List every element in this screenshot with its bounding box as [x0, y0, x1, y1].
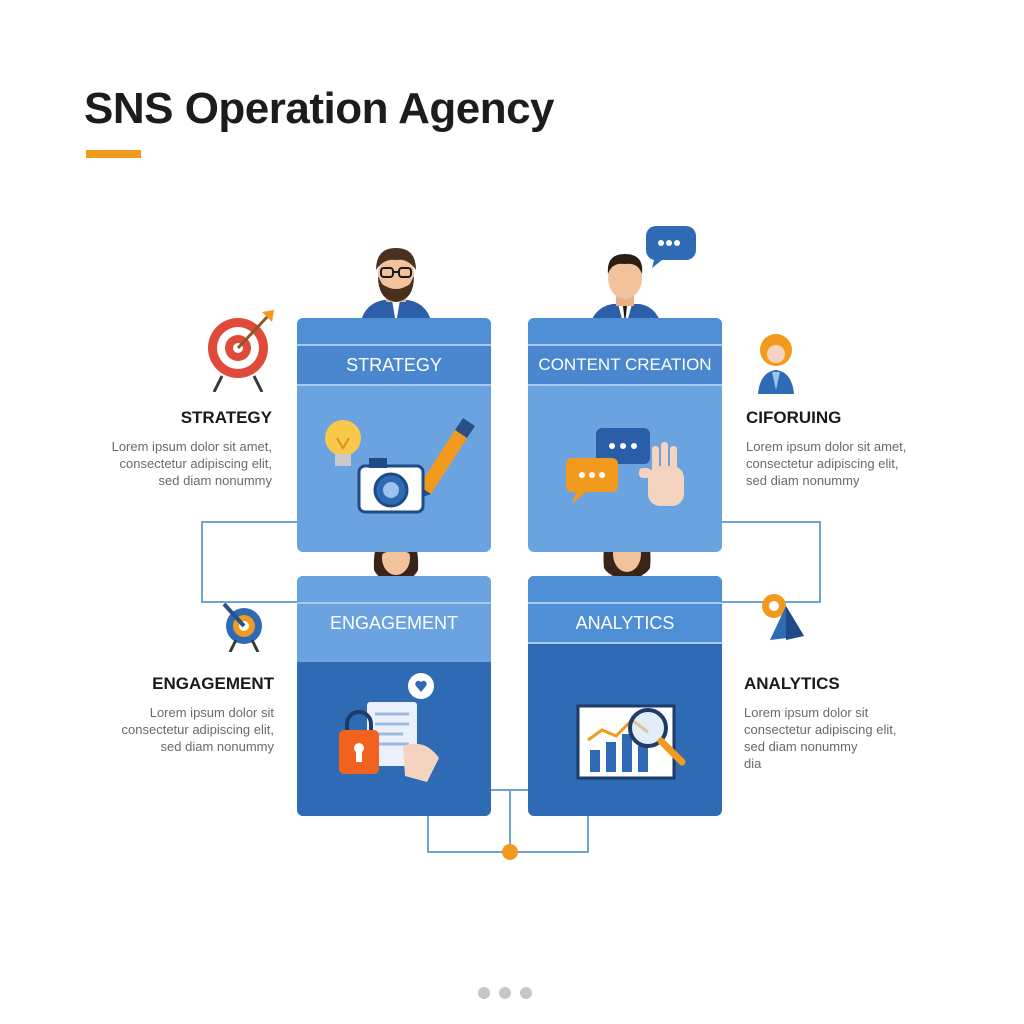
pagination-dot-2[interactable]	[499, 987, 511, 999]
engagement-side-text: ENGAGEMENT Lorem ipsum dolor sit consect…	[84, 674, 274, 755]
analytics-panel-art	[576, 704, 686, 780]
person-icon	[758, 334, 794, 394]
analytics-side-line-2: consectetur adipiscing elit,	[744, 722, 897, 737]
connector-node	[502, 844, 518, 860]
engagement-side-line-3: sed diam nonummy	[160, 739, 274, 754]
engagement-side-line-1: Lorem ipsum dolor sit	[149, 705, 274, 720]
strategy-panel: STRATEGY	[297, 318, 491, 552]
analytics-side-line-1: Lorem ipsum dolor sit	[744, 705, 869, 720]
strategy-panel-art	[325, 418, 475, 514]
hand-writing-icon	[403, 743, 439, 782]
pagination-dot-1[interactable]	[478, 987, 490, 999]
content-creation-panel-art	[566, 428, 684, 506]
ciforuing-side-line-2: consectetur adipiscing elit,	[746, 456, 899, 471]
pagination-dot-3[interactable]	[520, 987, 532, 999]
lock-icon	[339, 710, 379, 774]
strategy-panel-title: STRATEGY	[297, 344, 491, 386]
content-creation-panel-title: CONTENT CREATION	[528, 344, 722, 386]
strategy-side-text: STRATEGY Lorem ipsum dolor sit amet, con…	[82, 408, 272, 489]
strategy-side-line-1: Lorem ipsum dolor sit amet,	[111, 439, 272, 454]
engagement-panel-art	[339, 673, 439, 782]
analytics-side-line-3: sed diam nonummy	[744, 739, 858, 754]
hand-icon	[639, 442, 684, 506]
lightbulb-icon	[325, 420, 361, 466]
page-title: SNS Operation Agency	[84, 84, 555, 133]
engagement-side-line-2: consectetur adipiscing elit,	[121, 722, 274, 737]
engagement-panel: ENGAGEMENT	[297, 576, 491, 816]
pagination-dots[interactable]	[478, 986, 532, 1004]
analytics-panel: ANALYTICS	[528, 576, 722, 816]
engagement-side-heading: ENGAGEMENT	[152, 674, 274, 693]
ciforuing-side-line-3: sed diam nonummy	[746, 473, 860, 488]
analytics-side-heading: ANALYTICS	[744, 674, 840, 693]
analytics-side-text: ANALYTICS Lorem ipsum dolor sit consecte…	[744, 674, 934, 772]
analytics-panel-title: ANALYTICS	[528, 602, 722, 644]
chat-bubble-heart-icon	[408, 673, 434, 699]
ciforuing-side-heading: CIFORUING	[746, 408, 842, 427]
bearded-man-avatar	[360, 248, 432, 328]
engagement-panel-title: ENGAGEMENT	[297, 602, 491, 644]
strategy-side-heading: STRATEGY	[180, 408, 272, 427]
magnifier-icon	[628, 708, 686, 766]
content-creation-panel: CONTENT CREATION	[528, 318, 722, 552]
strategy-side-line-2: consectetur adipiscing elit,	[119, 456, 272, 471]
ciforuing-side-line-1: Lorem ipsum dolor sit amet,	[746, 439, 907, 454]
ciforuing-side-text: CIFORUING Lorem ipsum dolor sit amet, co…	[746, 408, 936, 489]
target-arrow-icon	[222, 602, 262, 652]
location-icon	[762, 594, 804, 640]
analytics-side-line-4: dia	[744, 756, 762, 771]
man-with-speech-bubble-avatar	[588, 226, 696, 332]
title-underline	[86, 150, 141, 158]
strategy-side-line-3: sed diam nonummy	[158, 473, 272, 488]
camera-icon	[357, 458, 425, 514]
target-icon	[208, 310, 274, 392]
chat-icon	[566, 428, 650, 504]
